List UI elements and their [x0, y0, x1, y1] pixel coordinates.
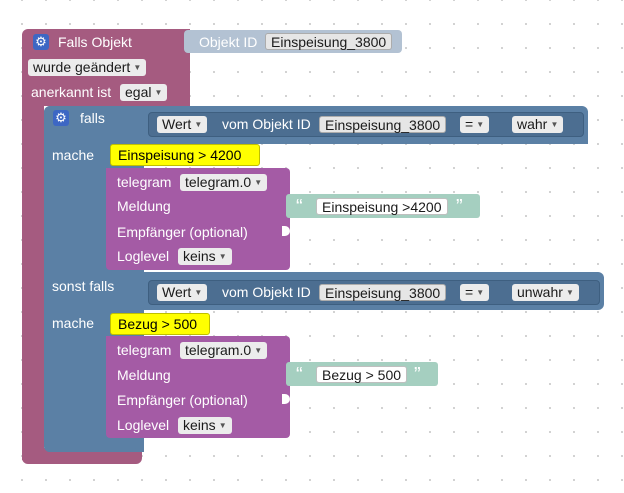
- telegram-instance-1: telegram.0: [185, 174, 252, 190]
- condition2-value: Wert: [162, 284, 192, 300]
- if-gear-icon[interactable]: ⚙: [53, 110, 69, 126]
- condition1-compare-value: wahr: [517, 116, 548, 132]
- message-text-field-2[interactable]: Bezug > 500: [316, 366, 408, 383]
- condition2-object-field[interactable]: Einspeisung_3800: [319, 284, 447, 301]
- chevron-down-icon: ▼: [194, 120, 203, 129]
- ack-label: anerkannt ist: [31, 84, 112, 100]
- telegram-instance-2: telegram.0: [185, 342, 252, 358]
- ack-select[interactable]: egal ▼: [120, 84, 168, 101]
- loglevel-select-1[interactable]: keins ▼: [178, 248, 232, 265]
- ack-select-value: egal: [125, 84, 152, 100]
- recipient-input-slot-2[interactable]: [282, 394, 290, 404]
- quote-close-icon: ”: [456, 196, 463, 218]
- trigger-block-spine: [22, 100, 44, 460]
- condition1-operator: =: [465, 116, 474, 132]
- trigger-title: Falls Objekt: [58, 34, 132, 50]
- condition2-compare-select[interactable]: unwahr ▼: [512, 284, 579, 301]
- chevron-down-icon: ▼: [218, 252, 227, 261]
- mache-label-1: mache: [52, 147, 95, 163]
- recipient-label-2: Empfänger (optional): [117, 392, 248, 408]
- condition1-object-field[interactable]: Einspeisung_3800: [319, 116, 447, 133]
- chevron-down-icon: ▼: [566, 288, 574, 297]
- change-select-value: wurde geändert: [33, 59, 131, 75]
- chevron-down-icon: ▼: [476, 288, 485, 297]
- message-label-1: Meldung: [117, 198, 171, 214]
- object-id-label: Objekt ID: [199, 34, 258, 50]
- chevron-down-icon: ▼: [133, 63, 142, 72]
- trigger-gear-icon[interactable]: ⚙: [33, 34, 49, 50]
- loglevel-select-2[interactable]: keins ▼: [178, 417, 232, 434]
- telegram-instance-select-1[interactable]: telegram.0 ▼: [180, 174, 268, 191]
- condition2-value-select[interactable]: Wert ▼: [157, 284, 208, 301]
- condition1-of-object-label: vom Objekt ID: [222, 116, 311, 132]
- condition2-operator-select[interactable]: = ▼: [460, 284, 490, 301]
- chevron-down-icon: ▼: [254, 178, 263, 187]
- telegram-label-2: telegram: [117, 342, 172, 358]
- condition2-operator: =: [465, 284, 474, 300]
- mache-label-2: mache: [52, 315, 95, 331]
- condition1-value: Wert: [162, 116, 192, 132]
- chevron-down-icon: ▼: [550, 120, 559, 129]
- recipient-input-slot-1[interactable]: [282, 226, 290, 236]
- condition2-compare-value: unwahr: [517, 284, 563, 300]
- condition1-operator-select[interactable]: = ▼: [460, 116, 490, 133]
- loglevel-value-2: keins: [183, 417, 216, 433]
- condition1-value-select[interactable]: Wert ▼: [157, 116, 208, 133]
- chevron-down-icon: ▼: [254, 346, 263, 355]
- recipient-label-1: Empfänger (optional): [117, 224, 248, 240]
- quote-open-icon: “: [296, 196, 303, 218]
- chevron-down-icon: ▼: [218, 421, 227, 430]
- change-select[interactable]: wurde geändert ▼: [28, 59, 147, 76]
- object-id-field[interactable]: Einspeisung_3800: [265, 33, 393, 50]
- if-block-footer: [44, 436, 136, 452]
- falls-label: falls: [80, 110, 105, 126]
- comment-1[interactable]: [110, 144, 260, 166]
- loglevel-label-1: Loglevel: [117, 248, 170, 264]
- loglevel-label-2: Loglevel: [117, 417, 170, 433]
- chevron-down-icon: ▼: [194, 288, 203, 297]
- message-label-2: Meldung: [117, 367, 171, 383]
- quote-close-icon: ”: [414, 364, 421, 386]
- else-if-label: sonst falls: [52, 278, 115, 294]
- condition1-compare-select[interactable]: wahr ▼: [512, 116, 564, 133]
- chevron-down-icon: ▼: [476, 120, 485, 129]
- comment-1-text: Einspeisung > 4200: [118, 147, 242, 163]
- quote-open-icon: “: [296, 364, 303, 386]
- telegram-instance-select-2[interactable]: telegram.0 ▼: [180, 342, 268, 359]
- chevron-down-icon: ▼: [154, 88, 163, 97]
- loglevel-value-1: keins: [183, 248, 216, 264]
- message-text-field-1[interactable]: Einspeisung >4200: [316, 198, 448, 215]
- condition2-of-object-label: vom Objekt ID: [222, 284, 311, 300]
- trigger-block-footer: [22, 448, 142, 464]
- telegram-label-1: telegram: [117, 174, 172, 190]
- comment-2[interactable]: [110, 313, 210, 335]
- comment-2-text: Bezug > 500: [118, 316, 198, 332]
